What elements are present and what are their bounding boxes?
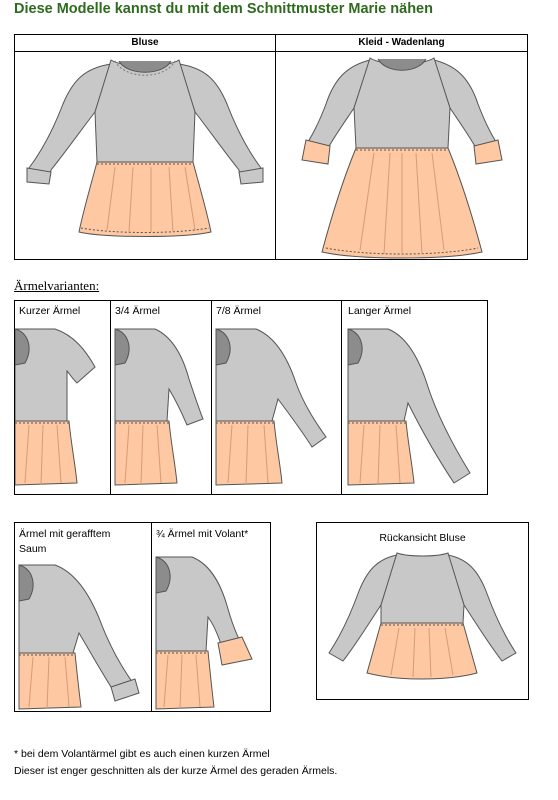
footnote-line-1: * bei dem Volantärmel gibt es auch einen… xyxy=(14,748,270,760)
gathered-sleeve-illustration xyxy=(18,564,140,710)
dress-front-illustration xyxy=(301,57,503,259)
sleeve-cell-3-4: 3/4 Ärmel xyxy=(110,300,212,495)
sleeve-label-gathered-line1: Ärmel mit gerafftem xyxy=(19,528,111,540)
sleeve-label-short: Kurzer Ärmel xyxy=(19,305,81,317)
footnote-line-2: Dieser ist enger geschnitten als der kur… xyxy=(14,765,338,777)
back-view-label: Rückansicht Bluse xyxy=(379,532,466,544)
model-cell-bluse: Bluse xyxy=(14,34,276,260)
volant-sleeve-illustration xyxy=(155,556,253,710)
sleeve-variants-heading: Ärmelvarianten: xyxy=(14,278,100,293)
seven-eighths-sleeve-illustration xyxy=(215,328,327,486)
sleeve-cell-short: Kurzer Ärmel xyxy=(14,300,111,495)
model-label-kleid: Kleid - Wadenlang xyxy=(276,35,527,52)
back-view-cell: Rückansicht Bluse xyxy=(316,522,529,700)
three-quarter-sleeve-illustration xyxy=(114,328,204,486)
sleeve-cell-long: Langer Ärmel xyxy=(341,300,488,495)
sleeve-cell-gathered: Ärmel mit gerafftem Saum xyxy=(14,522,152,712)
sleeve-label-gathered-line2: Saum xyxy=(19,543,47,555)
sleeve-cell-7-8: 7/8 Ärmel xyxy=(211,300,342,495)
sleeve-label-long: Langer Ärmel xyxy=(348,305,412,317)
blouse-front-illustration xyxy=(26,59,264,237)
long-sleeve-illustration xyxy=(347,328,471,486)
sleeve-cell-volant: ¾ Ärmel mit Volant* xyxy=(151,522,271,712)
model-cell-kleid: Kleid - Wadenlang xyxy=(275,34,528,260)
page-title: Diese Modelle kannst du mit dem Schnittm… xyxy=(14,1,433,17)
sleeve-label-volant: ¾ Ärmel mit Volant* xyxy=(156,528,249,540)
short-sleeve-illustration xyxy=(15,328,96,486)
model-label-bluse: Bluse xyxy=(15,35,275,52)
sleeve-label-7-8: 7/8 Ärmel xyxy=(216,305,261,317)
blouse-back-illustration xyxy=(328,552,517,680)
sleeve-label-3-4: 3/4 Ärmel xyxy=(115,305,160,317)
